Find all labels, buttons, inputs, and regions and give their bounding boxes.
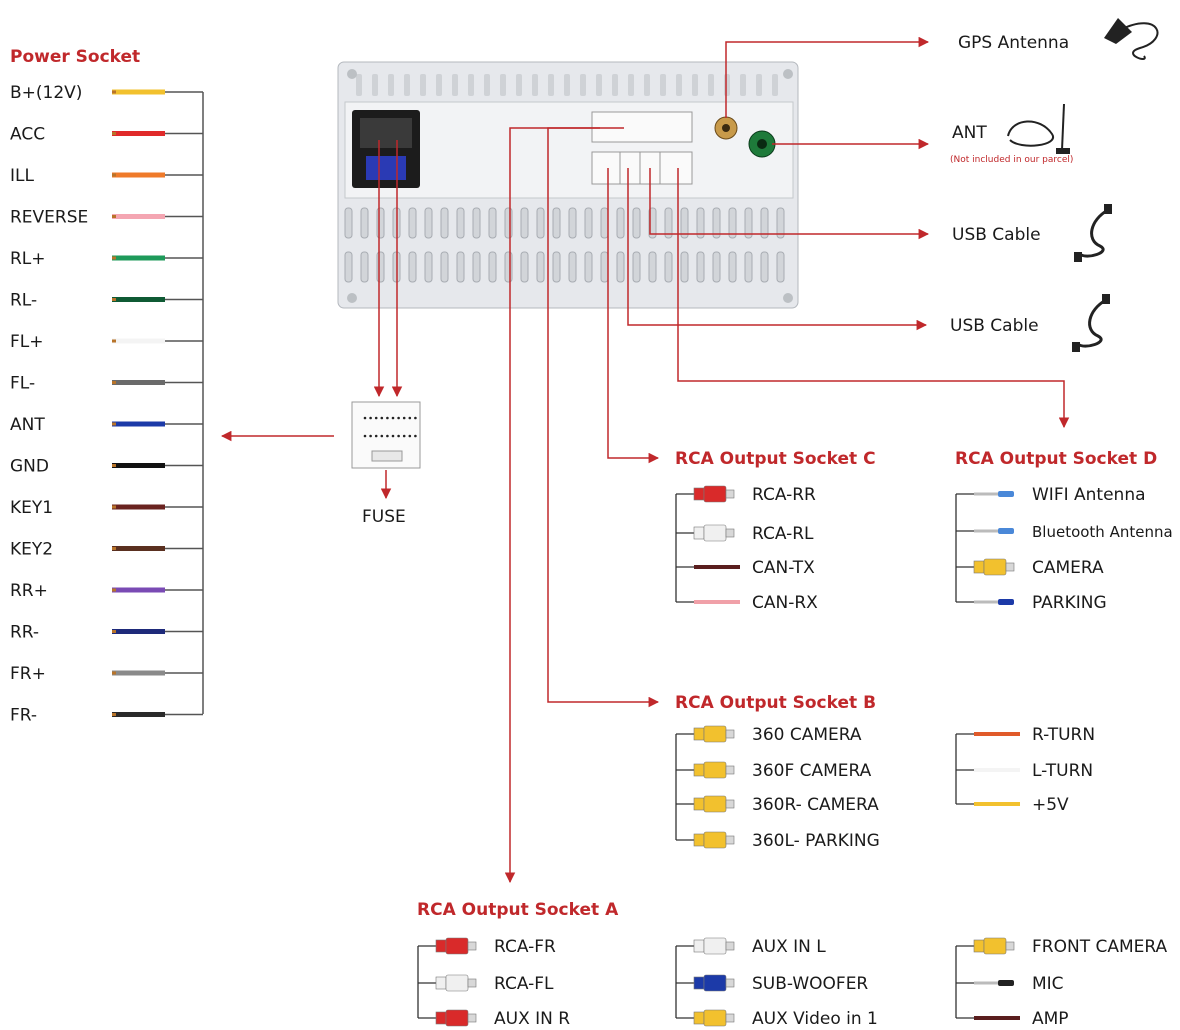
ant-note: (Not included in our parcel) (950, 155, 1073, 165)
rca-plug (693, 524, 735, 542)
rca-plug (973, 558, 1015, 576)
power-wire-label: RL+ (10, 249, 46, 269)
power-wire-label: FL+ (10, 332, 44, 352)
fuse-box (351, 401, 421, 469)
socket-item-label: +5V (1032, 795, 1069, 815)
rca-plug (693, 974, 735, 992)
rca-plug (693, 725, 735, 743)
power-wire-label: ANT (10, 415, 45, 435)
rca-plug (435, 937, 477, 955)
power-wire-label: B+(12V) (10, 83, 82, 103)
socket-item-label: CAN-RX (752, 593, 818, 613)
socket-item-label: Bluetooth Antenna (1032, 523, 1173, 541)
socket-item-label: AUX IN R (494, 1009, 570, 1029)
socket-item-label: FRONT CAMERA (1032, 937, 1168, 957)
socket-item-label: 360F CAMERA (752, 761, 872, 781)
usb-cable-2-label: USB Cable (950, 316, 1039, 336)
rca-plug (693, 1009, 735, 1027)
connector-plug (974, 980, 1014, 986)
socket-d-title: RCA Output Socket D (955, 449, 1157, 469)
gps-antenna-icon (1104, 18, 1159, 60)
socket-item-label: L-TURN (1032, 761, 1093, 781)
usb-cable-1-icon (1074, 204, 1112, 262)
socket-item-label: AUX Video in 1 (752, 1009, 878, 1029)
socket-item-label: 360R- CAMERA (752, 795, 879, 815)
socket-item-label: CAN-TX (752, 558, 815, 578)
socket-item-label: CAMERA (1032, 558, 1104, 578)
connector-plug (974, 491, 1014, 497)
usb-cable-1-label: USB Cable (952, 225, 1041, 245)
socket-item-label: RCA-RL (752, 524, 814, 544)
top-connector (591, 111, 693, 143)
power-wire-label: FR- (10, 706, 37, 726)
power-socket-title: Power Socket (10, 47, 140, 67)
gps-antenna-label: GPS Antenna (958, 33, 1069, 53)
ant-label: ANT (952, 123, 987, 143)
rca-plug (973, 937, 1015, 955)
socket-c-title: RCA Output Socket C (675, 449, 876, 469)
power-wire-label: KEY2 (10, 540, 53, 560)
socket-item-label: RCA-FR (494, 937, 556, 957)
rca-plug (435, 1009, 477, 1027)
power-wire-label: KEY1 (10, 498, 53, 518)
rca-connector-block (591, 151, 693, 185)
fuse-label: FUSE (362, 507, 406, 527)
socket-b-title: RCA Output Socket B (675, 693, 876, 713)
socket-item-label: RCA-RR (752, 485, 816, 505)
socket-item-label: SUB-WOOFER (752, 974, 868, 994)
bottom-vents (344, 207, 785, 283)
power-wire-label: RR- (10, 623, 39, 643)
power-wire-label: FL- (10, 374, 35, 394)
head-unit (337, 61, 799, 309)
socket-item-label: AUX IN L (752, 937, 826, 957)
socket-item-label: AMP (1032, 1009, 1069, 1029)
socket-item-label: RCA-FL (494, 974, 554, 994)
rca-plug (693, 761, 735, 779)
socket-groups: RCA-RR RCA-RL CAN-TX CAN-RX WIFI AntennaBlue… (417, 485, 1173, 1029)
connector-plug (974, 528, 1014, 534)
power-wire-label: RL- (10, 291, 37, 311)
socket-item-label: MIC (1032, 974, 1064, 994)
rca-plug (693, 795, 735, 813)
rca-plug (693, 937, 735, 955)
power-wire-label: REVERSE (10, 208, 88, 228)
power-wire-label: ILL (10, 166, 34, 186)
power-wire-list: B+(12V) ACC ILL REVERSE RL+ RL- FL+ FL- ANT GND KE… (10, 83, 203, 726)
rca-plug (435, 974, 477, 992)
ant-cable-icon (1007, 103, 1070, 154)
socket-item-label: R-TURN (1032, 725, 1095, 745)
power-wire-label: RR+ (10, 581, 48, 601)
socket-a-title: RCA Output Socket A (417, 900, 619, 920)
socket-item-label: 360 CAMERA (752, 725, 862, 745)
socket-item-label: PARKING (1032, 593, 1107, 613)
rca-plug (693, 485, 735, 503)
power-wire-label: GND (10, 457, 49, 477)
connector-plug (974, 599, 1014, 605)
usb-cable-2-icon (1072, 294, 1110, 352)
socket-item-label: WIFI Antenna (1032, 485, 1146, 505)
rca-plug (693, 831, 735, 849)
power-wire-label: ACC (10, 125, 45, 145)
power-wire-label: FR+ (10, 664, 46, 684)
socket-item-label: 360L- PARKING (752, 831, 880, 851)
